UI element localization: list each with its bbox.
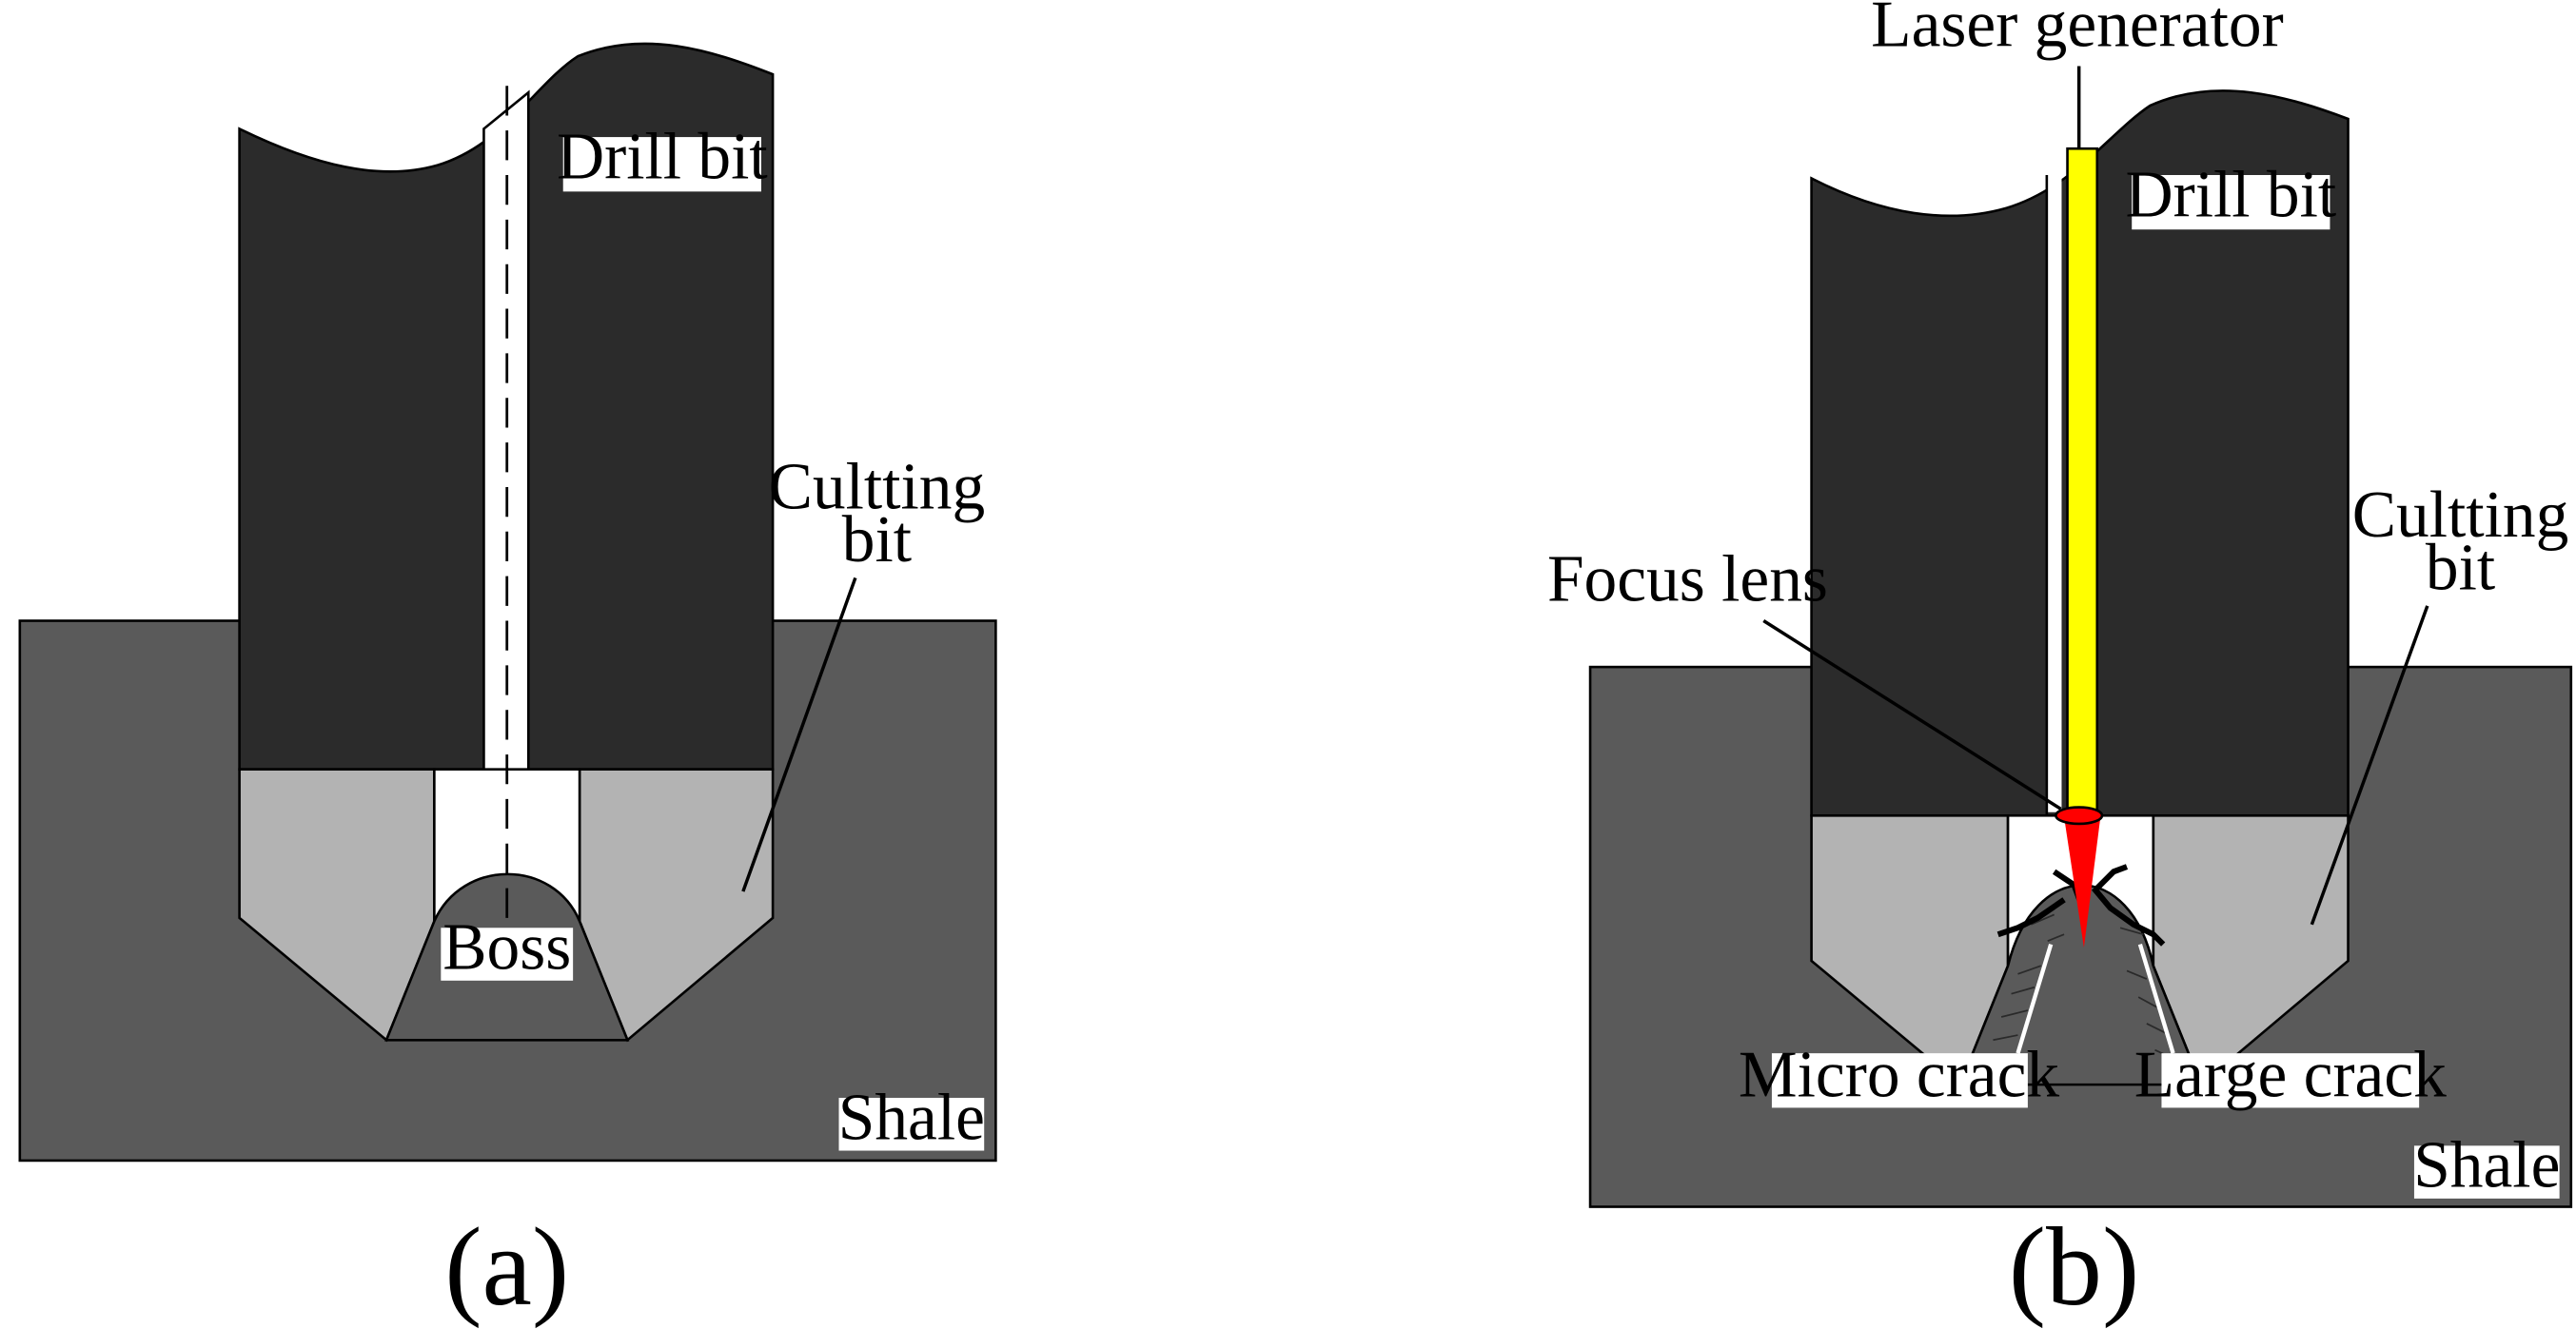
- cutting-bit-label-a-line2: bit: [842, 503, 912, 577]
- panel-b: Laser generator Drill bit Focus lens Cul…: [1547, 0, 2573, 1329]
- caption-a: (a): [444, 1204, 569, 1329]
- focus-lens-leader: [1762, 619, 2062, 811]
- laser-beam: [2066, 147, 2099, 814]
- cutting-bit-leader-a: [741, 577, 857, 892]
- laser-focus-cone: [2064, 817, 2101, 948]
- shale-label-b: Shale: [2413, 1129, 2560, 1202]
- large-crack-label-box: [2161, 1053, 2420, 1108]
- boss-label-box: [441, 928, 574, 981]
- large-crack-label: Large crack: [2134, 1038, 2447, 1111]
- cutting-bit-label-b-line1: Cultting: [2352, 479, 2569, 552]
- large-cracks: [1996, 864, 2166, 947]
- drill-bit-label-a: Drill bit: [557, 120, 768, 193]
- cutting-bit-leader-b: [2310, 605, 2429, 926]
- boss-label: Boss: [442, 911, 571, 985]
- micro-cracks: [1986, 913, 2177, 1063]
- drill-bit-label-b: Drill bit: [2125, 158, 2336, 231]
- large-crack-leader: [2137, 943, 2175, 1054]
- micro-crack-label: Micro crack: [1739, 1038, 2059, 1111]
- micro-crack-leader: [2016, 943, 2054, 1054]
- laser-generator-label: Laser generator: [1871, 0, 2284, 62]
- shale-label-a: Shale: [838, 1081, 985, 1154]
- focus-lens: [2055, 806, 2104, 826]
- shale-label-box-a: [838, 1098, 985, 1151]
- panel-a: Drill bit Cultting bit Boss Shale (a): [18, 42, 997, 1329]
- drill-bit-label-box-b: [2132, 174, 2330, 230]
- shale-label-box-b: [2413, 1145, 2560, 1199]
- focus-lens-label: Focus lens: [1547, 543, 1828, 616]
- cutting-bit-label-a-line1: Cultting: [769, 451, 986, 524]
- micro-crack-label-box: [1771, 1053, 2028, 1108]
- cutting-bit-label-b-line2: bit: [2426, 532, 2495, 605]
- caption-b: (b): [2009, 1204, 2140, 1329]
- center-channel: [482, 89, 530, 771]
- drill-bit-label-box-a: [562, 137, 761, 192]
